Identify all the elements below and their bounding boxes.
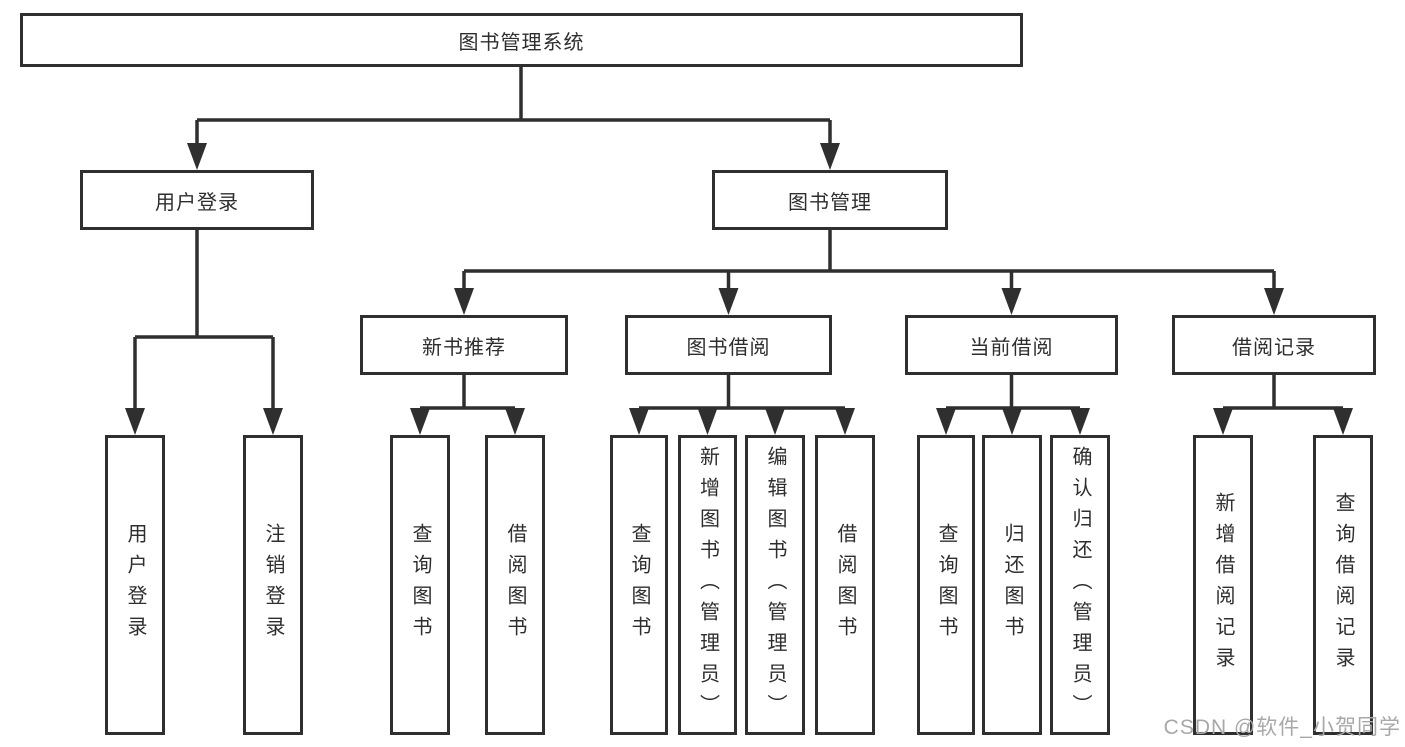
leaf-return-book: 归还图书 bbox=[982, 435, 1042, 735]
arrowhead-icon bbox=[765, 408, 785, 435]
arrowhead-icon bbox=[505, 408, 525, 435]
leaf-logout: 注销登录 bbox=[243, 435, 303, 735]
leaf-query-books-current: 查询图书 bbox=[917, 435, 975, 735]
connector-line bbox=[637, 375, 847, 415]
arrowhead-icon bbox=[820, 143, 840, 170]
leaf-borrow-books-borrow: 借阅图书 bbox=[815, 435, 875, 735]
node-label: 新增借阅记录 bbox=[1212, 492, 1234, 678]
arrowhead-icon bbox=[454, 288, 474, 315]
node-user-login: 用户登录 bbox=[80, 170, 314, 230]
node-label: 图书管理系统 bbox=[458, 31, 585, 54]
node-library-system: 图书管理系统 bbox=[20, 13, 1023, 67]
arrowhead-icon bbox=[125, 408, 145, 435]
node-label: 编辑图书（管理员） bbox=[764, 445, 786, 725]
node-book-borrow: 图书借阅 bbox=[625, 315, 832, 375]
node-label: 查询图书 bbox=[409, 523, 431, 647]
node-label: 新增图书（管理员） bbox=[696, 445, 719, 725]
node-new-book-recommend: 新书推荐 bbox=[360, 315, 568, 375]
arrowhead-icon bbox=[1001, 288, 1022, 315]
node-book-management: 图书管理 bbox=[712, 170, 948, 230]
arrowhead-icon bbox=[1002, 408, 1022, 435]
connector-line bbox=[462, 230, 1276, 295]
node-label: 归还图书 bbox=[1001, 523, 1023, 647]
arrowhead-icon bbox=[697, 408, 718, 435]
node-label: 新书推荐 bbox=[422, 336, 506, 359]
leaf-query-books-borrow: 查询图书 bbox=[610, 435, 668, 735]
node-label: 用户登录 bbox=[155, 191, 239, 214]
leaf-add-book-admin: 新增图书（管理员） bbox=[678, 435, 737, 735]
arrowhead-icon bbox=[1333, 408, 1353, 435]
node-label: 借阅图书 bbox=[834, 523, 856, 647]
watermark: CSDN @软件_小贺同学 bbox=[1163, 716, 1401, 739]
node-label: 查询图书 bbox=[935, 523, 957, 647]
leaf-add-borrow-record: 新增借阅记录 bbox=[1193, 435, 1253, 735]
node-label: 当前借阅 bbox=[969, 336, 1054, 359]
arrowhead-icon bbox=[187, 143, 207, 170]
connector-line bbox=[418, 375, 517, 415]
arrowhead-icon bbox=[936, 408, 956, 435]
arrowhead-icon bbox=[718, 288, 739, 315]
arrowhead-icon bbox=[410, 408, 430, 435]
node-borrow-records: 借阅记录 bbox=[1172, 315, 1376, 375]
arrowhead-icon bbox=[1213, 408, 1233, 435]
node-label: 借阅记录 bbox=[1232, 336, 1316, 359]
leaf-user-login: 用户登录 bbox=[105, 435, 165, 735]
leaf-confirm-return-admin: 确认归还（管理员） bbox=[1050, 435, 1110, 735]
connector-line bbox=[944, 375, 1082, 415]
node-label: 确认归还（管理员） bbox=[1069, 445, 1091, 725]
connector-line bbox=[1221, 375, 1345, 415]
node-label: 查询借阅记录 bbox=[1332, 492, 1354, 678]
node-label: 图书管理 bbox=[788, 191, 872, 214]
arrowhead-icon bbox=[263, 408, 283, 435]
node-label: 借阅图书 bbox=[504, 523, 526, 647]
leaf-query-books-newbook: 查询图书 bbox=[390, 435, 450, 735]
arrowhead-icon bbox=[629, 408, 649, 435]
leaf-query-borrow-record: 查询借阅记录 bbox=[1313, 435, 1373, 735]
arrowhead-icon bbox=[1264, 288, 1284, 315]
node-current-borrow: 当前借阅 bbox=[905, 315, 1118, 375]
connector-line bbox=[133, 230, 275, 415]
node-label: 图书借阅 bbox=[686, 336, 771, 359]
leaf-borrow-books-newbook: 借阅图书 bbox=[485, 435, 545, 735]
node-label: 用户登录 bbox=[124, 523, 146, 647]
leaf-edit-book-admin: 编辑图书（管理员） bbox=[745, 435, 805, 735]
node-label: 注销登录 bbox=[262, 523, 284, 647]
connector-line bbox=[195, 67, 832, 150]
arrowhead-icon bbox=[835, 408, 855, 435]
node-label: 查询图书 bbox=[628, 523, 650, 647]
arrowhead-icon bbox=[1070, 408, 1090, 435]
